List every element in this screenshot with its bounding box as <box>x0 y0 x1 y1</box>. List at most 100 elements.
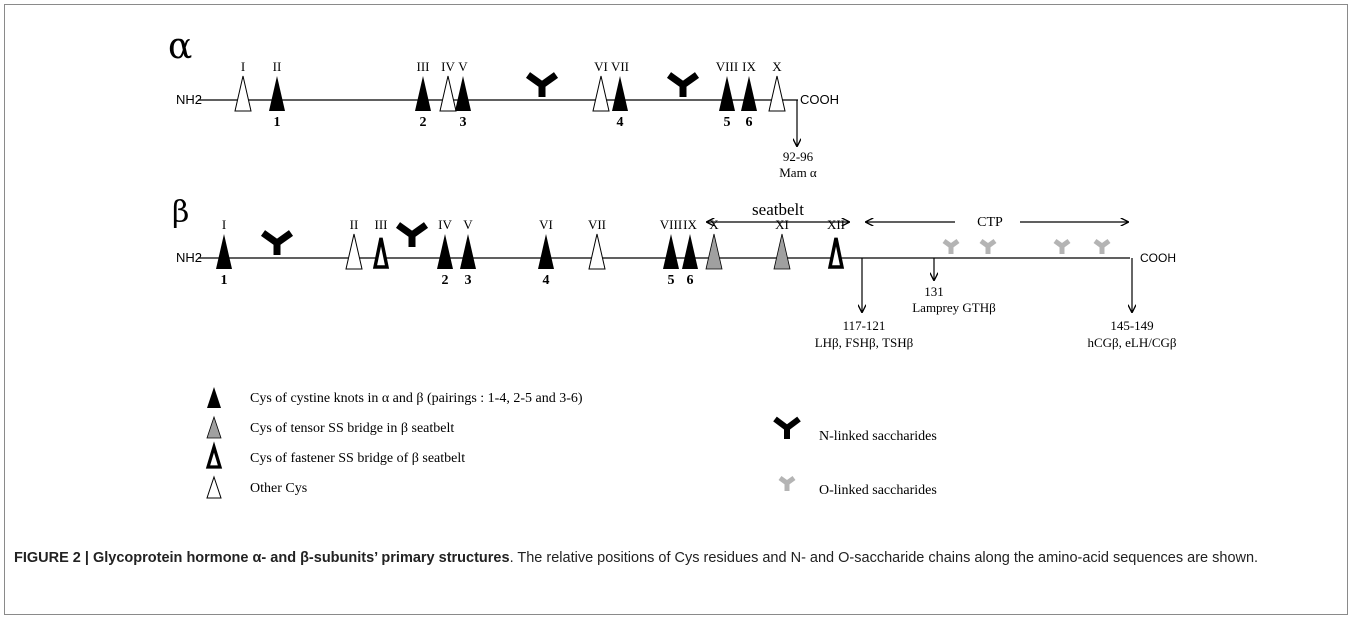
beta-cys-i: I1 <box>216 217 232 288</box>
beta-o-glycan-4 <box>1093 238 1111 254</box>
beta-end-species-2: Lamprey GTHβ <box>912 300 996 315</box>
alpha-cys-roman-label: VI <box>594 59 608 74</box>
beta-cys-roman-label: VI <box>539 217 553 232</box>
beta-cys-knot-number: 3 <box>465 273 472 288</box>
beta-cys-iii: III <box>372 217 390 269</box>
alpha-n-glycan-2 <box>666 72 700 97</box>
alpha-cys-knot-triangle <box>415 76 431 111</box>
alpha-cys-vii: VII 4 <box>611 59 629 130</box>
beta-cys-knot-triangle <box>460 234 476 269</box>
beta-end-species-1: LHβ, FSHβ, TSHβ <box>815 335 914 350</box>
alpha-n-glycan-1 <box>525 72 559 97</box>
alpha-cys-other-triangle <box>768 75 786 112</box>
alpha-cys-other-triangle <box>439 75 457 112</box>
beta-cys-roman-label: XI <box>775 217 789 232</box>
legend-tensor-symbol <box>206 415 222 439</box>
beta-end-range-1: 117-121 <box>843 318 886 333</box>
beta-cys-tensor-triangle <box>773 233 791 270</box>
beta-c-terminus: COOH <box>1140 251 1176 265</box>
legend-o-linked-icon <box>778 475 796 491</box>
legend-tensor-label: Cys of tensor SS bridge in β seatbelt <box>250 421 454 436</box>
legend-other-symbol <box>206 475 222 499</box>
beta-cys-knot-number: 1 <box>221 273 228 288</box>
beta-cys-other-triangle <box>588 233 606 270</box>
beta-cys-knot-number: 4 <box>543 273 550 288</box>
beta-n-glycan-2 <box>395 222 429 247</box>
beta-symbol: β <box>172 195 189 230</box>
beta-cys-roman-label: V <box>463 217 473 232</box>
alpha-cys-knot-number: 1 <box>274 115 281 130</box>
caption-text: . The relative positions of Cys residues… <box>509 550 1259 566</box>
legend-o-linked-label: O-linked saccharides <box>819 483 937 498</box>
alpha-cys-knot-triangle <box>741 76 757 111</box>
caption-title: FIGURE 2 | Glycoprotein hormone α- and β… <box>14 550 510 566</box>
beta-n-glycan-1 <box>260 230 294 255</box>
beta-cys-vi: VI 4 <box>538 217 554 288</box>
alpha-cys-knot-number: 6 <box>746 115 753 130</box>
alpha-symbol: α <box>168 26 192 67</box>
beta-end-species-3: hCGβ, eLH/CGβ <box>1087 335 1176 350</box>
beta-cys-roman-label: XII <box>827 217 845 232</box>
beta-cys-knot-triangle <box>538 234 554 269</box>
beta-cys-knot-triangle <box>682 234 698 269</box>
alpha-cys-v: V3 <box>455 59 471 130</box>
alpha-cys-ix: IX6 <box>741 59 757 130</box>
beta-cys-ii: II <box>345 217 363 270</box>
beta-cys-knot-number: 5 <box>668 273 675 288</box>
beta-cys-roman-label: IV <box>438 217 452 232</box>
alpha-cys-knot-number: 4 <box>617 115 624 130</box>
beta-cys-fastener-triangle <box>372 237 390 269</box>
alpha-end-species: Mam α <box>779 165 817 180</box>
beta-cys-roman-label: VIII <box>660 217 682 232</box>
beta-cys-roman-label: II <box>350 217 359 232</box>
beta-cys-iv: IV 2 <box>437 217 453 288</box>
alpha-cys-roman-label: X <box>772 59 782 74</box>
alpha-cys-roman-label: I <box>241 59 245 74</box>
beta-cys-roman-label: VII <box>588 217 606 232</box>
alpha-cys-other-triangle <box>592 75 610 112</box>
alpha-cys-roman-label: VII <box>611 59 629 74</box>
alpha-cys-knot-triangle <box>455 76 471 111</box>
figure-frame <box>4 4 1348 615</box>
beta-cys-roman-label: X <box>709 217 719 232</box>
seatbelt-label: seatbelt <box>752 200 804 219</box>
alpha-cys-other-triangle <box>234 75 252 112</box>
beta-end-range-2: 131 <box>924 284 944 299</box>
legend: Cys of cystine knots in α and β (pairing… <box>205 387 937 499</box>
beta-cys-vii: VII <box>588 217 606 270</box>
beta-cys-xii: XII <box>827 217 845 269</box>
legend-other-label: Other Cys <box>250 481 307 496</box>
alpha-n-terminus: NH2 <box>176 92 202 107</box>
legend-n-linked-label: N-linked saccharides <box>819 429 937 444</box>
alpha-cys-knot-triangle <box>269 76 285 111</box>
alpha-cys-x: X <box>768 59 786 112</box>
beta-cys-x: X <box>705 217 723 270</box>
beta-cys-fastener-triangle <box>827 237 845 269</box>
alpha-cys-roman-label: III <box>417 59 430 74</box>
legend-n-linked-icon <box>773 416 801 439</box>
beta-cys-knot-number: 2 <box>442 273 449 288</box>
beta-o-glycan-1 <box>942 238 960 254</box>
legend-fastener-symbol <box>205 441 223 469</box>
alpha-cys-vi: VI <box>592 59 610 112</box>
alpha-cys-roman-label: IV <box>441 59 455 74</box>
alpha-c-terminus: COOH <box>800 92 839 107</box>
alpha-end-range: 92-96 <box>783 149 814 164</box>
alpha-cys-knot-number: 5 <box>724 115 731 130</box>
beta-n-terminus: NH2 <box>176 250 202 265</box>
beta-cys-knot-triangle <box>216 234 232 269</box>
alpha-cys-knot-triangle <box>612 76 628 111</box>
beta-cys-viii: VIII 5 <box>660 217 682 288</box>
alpha-cys-iv: IV <box>439 59 457 112</box>
alpha-cys-knot-number: 3 <box>460 115 467 130</box>
beta-cys-ix: IX6 <box>682 217 698 288</box>
beta-cys-v: V3 <box>460 217 476 288</box>
alpha-cys-i: I <box>234 59 252 112</box>
beta-o-glycan-3 <box>1053 238 1071 254</box>
